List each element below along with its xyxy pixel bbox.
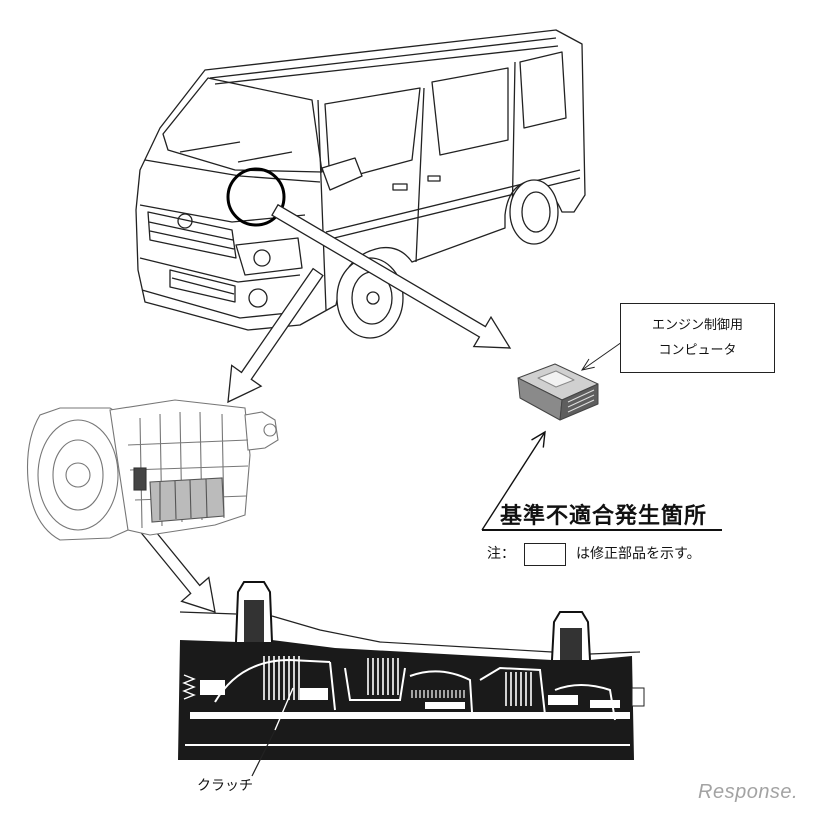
cross-section-hub-1 xyxy=(200,680,225,695)
response-watermark-logo: Response. xyxy=(698,781,799,803)
clutch-pack-left xyxy=(263,656,300,700)
cross-section-left-tower-core xyxy=(244,600,264,642)
cross-section-hub-4 xyxy=(548,695,578,705)
clutch-pack-right xyxy=(505,672,532,706)
drum-outlines xyxy=(185,658,630,746)
gear-teeth xyxy=(411,690,465,698)
cross-section-hub-2 xyxy=(300,688,328,700)
transmission-drawing xyxy=(27,399,279,541)
heading-leader-line xyxy=(481,431,546,531)
van-lower-grille xyxy=(169,269,236,303)
cross-section-hub-3 xyxy=(425,702,465,709)
ecu-connector xyxy=(567,389,595,413)
cross-section-output-stub xyxy=(631,687,645,707)
return-spring xyxy=(182,674,196,700)
van-front-wheel-hub xyxy=(366,291,380,305)
note-legend-box xyxy=(524,543,566,566)
arrow-to-transmission xyxy=(227,267,324,404)
callout-line-1: エンジン制御用 xyxy=(651,318,743,333)
clutch-pack-middle xyxy=(367,658,399,695)
van-rear-wheel-rim xyxy=(521,191,551,233)
van-rear-window xyxy=(519,51,567,129)
cross-section-shaft xyxy=(190,712,630,719)
transmission-input-hub xyxy=(65,462,91,488)
van-rear-wheel xyxy=(509,179,559,245)
transmission-cross-section xyxy=(178,581,645,760)
transmission-tail xyxy=(244,411,279,451)
engine-computer-callout: エンジン制御用 コンピュータ xyxy=(620,303,775,373)
transmission-bell-housing xyxy=(27,407,131,541)
ecu-label-sticker xyxy=(537,370,575,388)
cross-section-top-outline xyxy=(179,611,641,655)
transmission-output-flange xyxy=(263,423,277,437)
cross-section-hub-5 xyxy=(590,700,620,708)
van-door-handle xyxy=(392,183,408,191)
cross-section-right-tower-core xyxy=(560,628,582,660)
van-front-door-window xyxy=(324,87,421,183)
van-sliding-window xyxy=(431,67,509,156)
heading-leader xyxy=(481,430,722,531)
van-cowl-line xyxy=(144,159,321,183)
van-windshield xyxy=(162,77,323,173)
arrow-to-computer xyxy=(271,203,512,349)
callout-pointer-line xyxy=(581,341,623,371)
van-fog-lamp xyxy=(248,288,268,308)
van-headlight-lens xyxy=(253,249,271,267)
van-slide-handle xyxy=(427,175,441,182)
callout-pointer xyxy=(580,341,623,371)
van-mirror xyxy=(321,157,363,191)
van-bumper xyxy=(139,257,301,319)
note-prefix: 注： xyxy=(487,546,515,562)
van-wipers xyxy=(179,141,293,163)
cross-section-internals xyxy=(182,656,630,746)
van-grille xyxy=(147,211,237,259)
transmission-bell-ring xyxy=(37,419,119,531)
clutch-leader-line xyxy=(251,729,276,777)
hollow-arrows xyxy=(139,203,512,613)
van-drawing xyxy=(135,29,586,339)
transmission-bell-inner xyxy=(52,439,104,511)
note-suffix: は修正部品を示す。 xyxy=(576,546,701,562)
transmission-valve-body xyxy=(149,477,225,523)
arrow-to-cross-section xyxy=(139,523,216,613)
callout-pointer-head xyxy=(580,358,595,371)
engine-computer-drawing xyxy=(517,363,599,421)
nonconformity-location-heading: 基準不適合発生箇所 xyxy=(500,503,708,529)
heading-leader-head xyxy=(531,430,546,448)
clutch-label: クラッチ xyxy=(197,778,253,794)
van-roof-rail xyxy=(209,37,559,85)
callout-line-2: コンピュータ xyxy=(658,343,737,358)
van-emblem-icon xyxy=(177,213,193,229)
highlight-circle xyxy=(226,167,286,227)
clutch-leader-line-inner xyxy=(274,687,294,731)
transmission-solenoid xyxy=(133,467,147,491)
van-headlight xyxy=(235,237,303,276)
